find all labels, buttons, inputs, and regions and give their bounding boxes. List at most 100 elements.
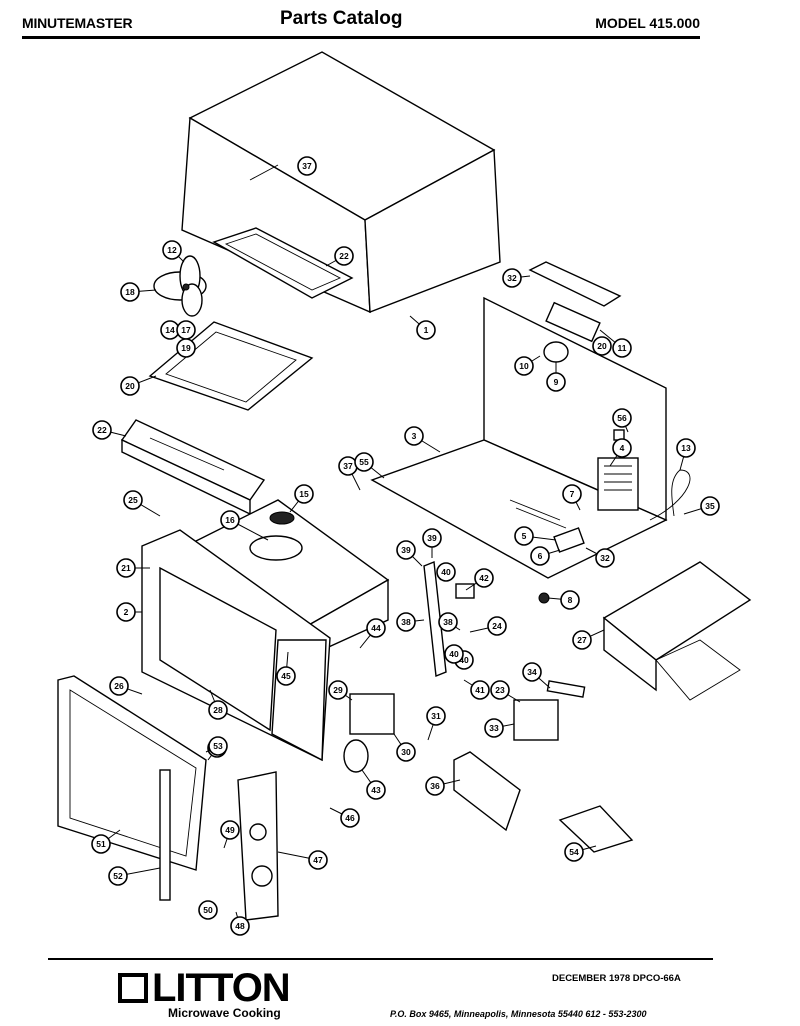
callout-number: 27 — [577, 635, 587, 645]
callout-54: 54 — [564, 842, 597, 862]
header-brand: MINUTEMASTER — [22, 15, 133, 31]
callout-circle — [294, 484, 314, 504]
callout-number: 16 — [225, 515, 235, 525]
callout-number: 14 — [165, 325, 175, 335]
callout-48: 48 — [230, 911, 250, 936]
callout-circle — [487, 616, 507, 636]
callout-circle — [396, 540, 416, 560]
callout-47: 47 — [277, 850, 328, 870]
callout-number: 31 — [431, 711, 441, 721]
callout-7: 7 — [562, 484, 582, 511]
header-rule — [22, 36, 700, 39]
callout-10: 10 — [514, 355, 541, 376]
callout-number: 18 — [125, 287, 135, 297]
callout-number: 42 — [479, 573, 489, 583]
callout-circle — [425, 776, 445, 796]
callout-17: 17 — [176, 320, 196, 340]
callout-circle — [396, 612, 416, 632]
callout-5: 5 — [514, 526, 557, 546]
callout-circle — [502, 268, 522, 288]
callout-15: 15 — [289, 484, 314, 513]
callout-number: 1 — [424, 325, 429, 335]
callout-56: 56 — [612, 408, 632, 433]
callout-28: 28 — [208, 689, 228, 720]
callout-number: 11 — [618, 343, 627, 353]
fan-blade — [153, 255, 207, 317]
callout-number: 44 — [371, 623, 381, 633]
callout-43: 43 — [361, 769, 386, 800]
callout-number: 22 — [97, 425, 107, 435]
callout-circle — [612, 338, 632, 358]
callout-number: 20 — [125, 381, 135, 391]
callout-35: 35 — [683, 496, 720, 516]
callout-number: 45 — [281, 671, 291, 681]
interlock-brackets — [423, 561, 586, 698]
callout-circle — [230, 916, 250, 936]
callout-30: 30 — [393, 733, 416, 762]
callout-49: 49 — [220, 820, 240, 849]
callout-number: 39 — [427, 533, 437, 543]
callout-number: 39 — [401, 545, 411, 555]
callout-number: 54 — [569, 847, 579, 857]
callout-number: 36 — [430, 781, 440, 791]
control-panel — [237, 771, 279, 921]
callout-number: 49 — [225, 825, 235, 835]
callout-50: 50 — [198, 900, 218, 920]
callout-number: 56 — [617, 413, 627, 423]
callout-circle — [220, 820, 240, 840]
callout-51: 51 — [91, 829, 121, 854]
callout-number: 32 — [600, 553, 610, 563]
callout-36: 36 — [425, 776, 461, 796]
callout-circle — [474, 568, 494, 588]
callout-11: 11 — [599, 329, 632, 358]
callout-number: 10 — [519, 361, 529, 371]
door-assembly — [57, 675, 207, 901]
callout-21: 21 — [116, 558, 150, 578]
callout-39: 39 — [422, 528, 442, 558]
callout-circle — [564, 842, 584, 862]
callout-circle — [572, 630, 592, 650]
callout-39: 39 — [396, 540, 423, 567]
callout-circle — [612, 408, 632, 428]
callout-18: 18 — [120, 282, 157, 302]
outer-cabinet — [181, 51, 501, 314]
callout-circle — [612, 438, 632, 458]
back-panel — [370, 261, 691, 579]
callout-number: 43 — [371, 785, 381, 795]
callout-circle — [123, 490, 143, 510]
callout-circle — [91, 834, 111, 854]
callout-12: 12 — [162, 240, 185, 263]
callout-circle — [514, 526, 534, 546]
callout-number: 40 — [459, 655, 469, 665]
callout-number: 9 — [554, 377, 559, 387]
callout-46: 46 — [329, 807, 360, 828]
lower-parts — [453, 561, 752, 853]
callout-number: 23 — [495, 685, 505, 695]
callout-number: 28 — [213, 705, 223, 715]
callout-circle — [490, 680, 510, 700]
callout-number: 40 — [449, 649, 459, 659]
footer-rule — [48, 958, 713, 960]
date-code: DECEMBER 1978 DPCO-66A — [552, 973, 681, 984]
callout-3: 3 — [404, 426, 441, 453]
magnetron — [343, 693, 559, 773]
callout-circle — [396, 742, 416, 762]
filter-frame — [212, 227, 354, 299]
callout-circle — [208, 700, 228, 720]
callout-number: 33 — [489, 723, 499, 733]
callout-circle — [116, 602, 136, 622]
callout-22: 22 — [92, 420, 127, 440]
callout-circle — [208, 736, 228, 756]
callout-number: 8 — [568, 595, 573, 605]
callout-circle — [404, 426, 424, 446]
callout-number: 2 — [124, 607, 129, 617]
callout-8: 8 — [547, 590, 580, 610]
callout-number: 51 — [96, 839, 106, 849]
callout-circle — [676, 438, 696, 458]
callout-number: 53 — [213, 741, 223, 751]
callout-number: 20 — [597, 341, 607, 351]
callout-number: 34 — [527, 667, 537, 677]
callout-circle — [220, 510, 240, 530]
callout-16: 16 — [220, 510, 269, 541]
callout-circle — [328, 680, 348, 700]
